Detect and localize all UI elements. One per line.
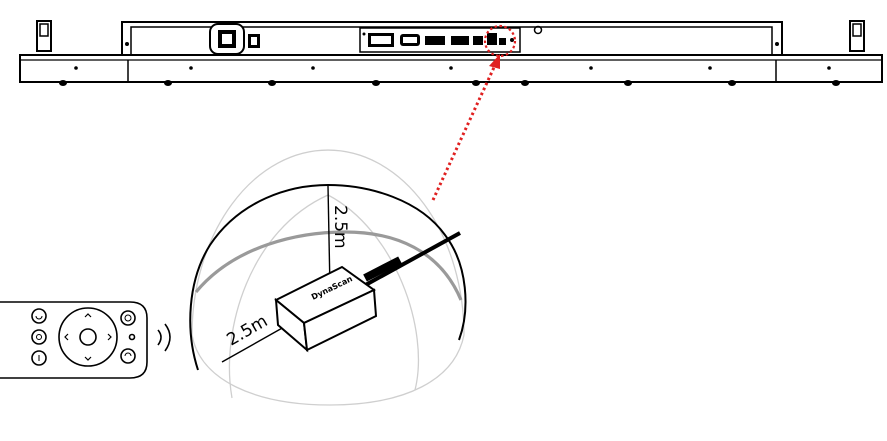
ir-signal-waves <box>157 323 171 352</box>
left-mount-bracket <box>36 20 52 52</box>
receiver-cable <box>359 231 461 290</box>
rail-screws <box>59 80 840 86</box>
hemisphere-base <box>191 334 465 406</box>
io-port-panel <box>359 27 521 53</box>
dpad-down-arrow <box>84 356 92 361</box>
rail-screw <box>164 80 172 86</box>
rail-dot <box>827 66 831 70</box>
rail-screw <box>372 80 380 86</box>
remote-power-button <box>31 308 47 324</box>
rail-dots <box>74 66 831 70</box>
remote-dot-indicator <box>128 333 136 341</box>
dpad-up-arrow <box>84 313 92 318</box>
rail-dot <box>189 66 193 70</box>
rail-dot <box>708 66 712 70</box>
sensor-port-highlight <box>483 24 517 58</box>
remote-settings-button <box>120 310 136 326</box>
dpad-center-button <box>79 328 97 346</box>
rail-dot <box>311 66 315 70</box>
rail-dot <box>449 66 453 70</box>
rail-screw <box>521 80 529 86</box>
remote-info-button <box>31 350 47 366</box>
rail-dot <box>74 66 78 70</box>
detection-hemisphere <box>189 149 467 406</box>
rail-screw <box>832 80 840 86</box>
hemisphere-meridian <box>228 194 329 399</box>
remote-back-button <box>120 348 136 364</box>
power-socket <box>209 23 260 55</box>
rail-screw <box>59 80 67 86</box>
sensor-receiver-box <box>274 231 461 353</box>
hemisphere-outline <box>189 183 467 371</box>
hemisphere-meridian <box>327 194 419 391</box>
radius-label-horizontal: 2.5m <box>224 311 272 350</box>
radius-label-vertical: 2.5m <box>330 205 350 249</box>
dpad-ring <box>58 307 118 367</box>
pointer-arrow <box>431 54 500 201</box>
remote-menu-button <box>31 329 47 345</box>
remote-control <box>0 301 148 379</box>
rail-screw <box>624 80 632 86</box>
hemisphere-equator-band <box>194 230 463 301</box>
rail-dot <box>589 66 593 70</box>
dpad-left-arrow <box>64 333 69 341</box>
rail-screw <box>728 80 736 86</box>
rail-screw <box>268 80 276 86</box>
right-mount-bracket <box>849 20 865 52</box>
dpad-right-arrow <box>107 333 112 341</box>
rail-screw <box>472 80 480 86</box>
display-panel <box>19 20 883 83</box>
